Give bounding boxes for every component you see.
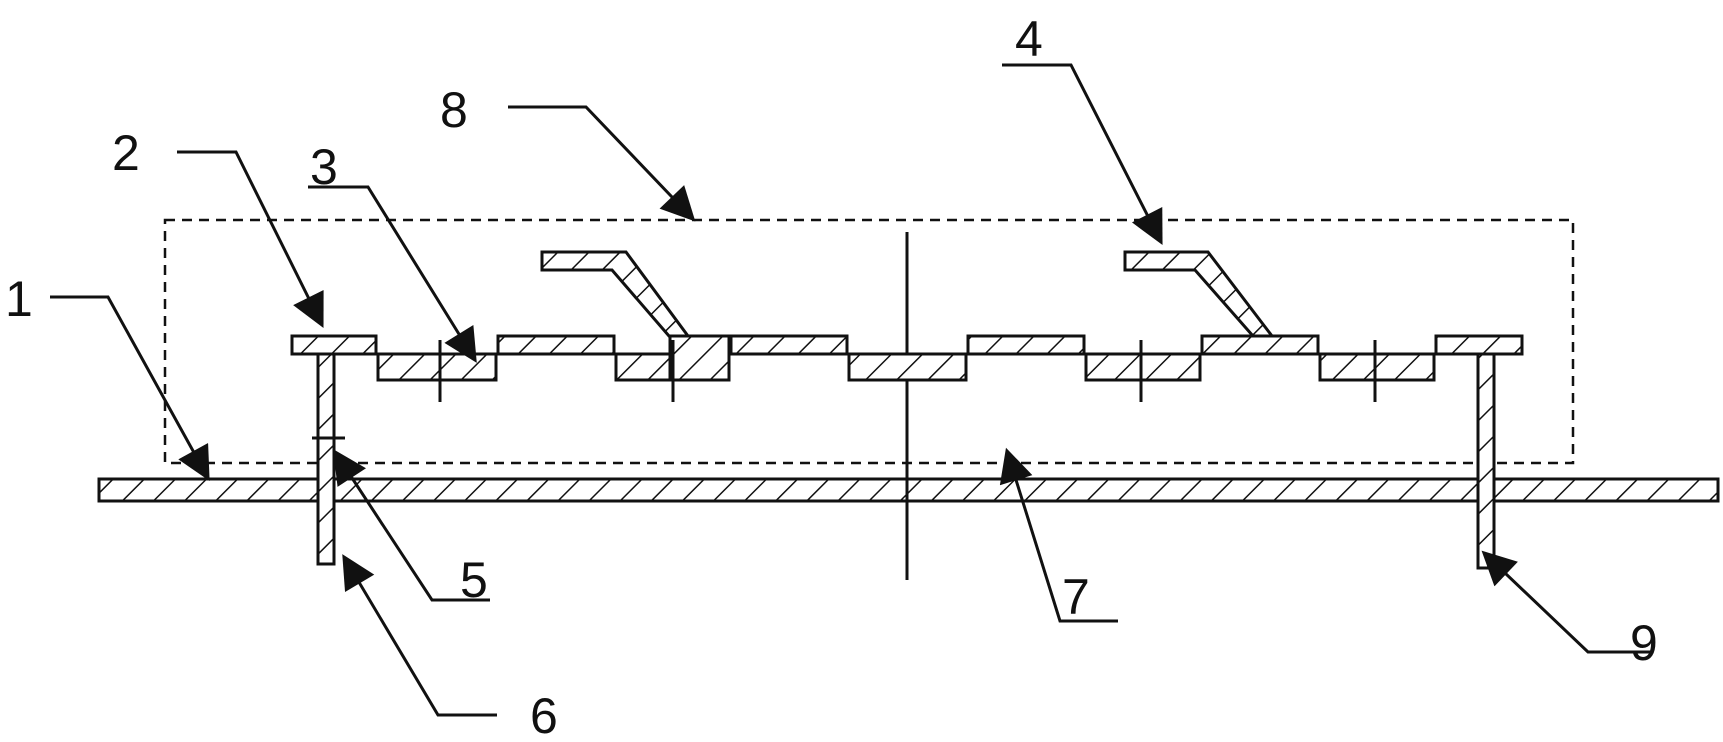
- leader-lines: [50, 63, 1650, 717]
- right-wall: [1476, 352, 1496, 570]
- label-3: 3: [310, 139, 338, 195]
- label-4: 4: [1015, 11, 1043, 67]
- label-9: 9: [1630, 615, 1658, 671]
- dashed-region-outline: [163, 218, 1575, 465]
- bent-tab-right: [1123, 250, 1276, 338]
- bent-tab-left: [540, 250, 691, 338]
- label-2: 2: [112, 125, 140, 181]
- left-wall: [316, 352, 336, 566]
- label-1: 1: [5, 271, 33, 327]
- label-7: 7: [1062, 569, 1090, 625]
- label-8: 8: [440, 82, 468, 138]
- label-5: 5: [460, 552, 488, 608]
- stepped-plate: [290, 334, 1524, 382]
- tick-marks: [438, 340, 1377, 402]
- label-6: 6: [530, 688, 558, 742]
